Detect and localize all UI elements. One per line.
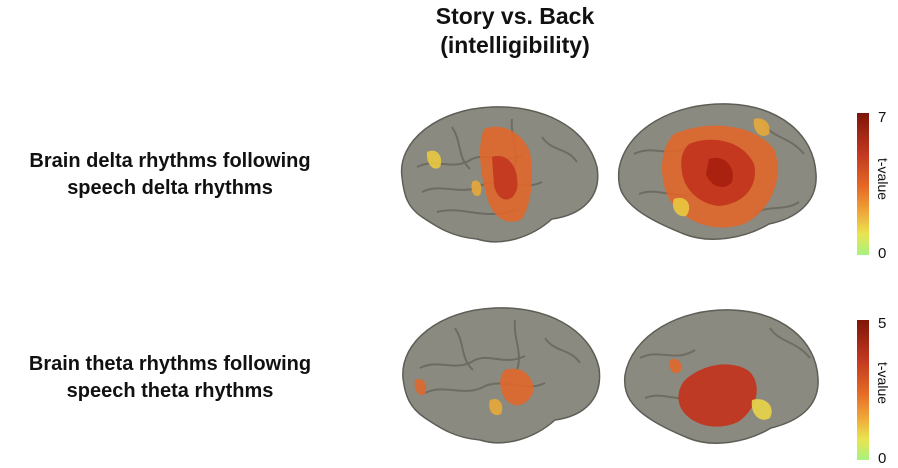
figure-title: Story vs. Back (intelligibility) [380, 2, 650, 60]
row-label-delta-line-1: Brain delta rhythms following [29, 150, 311, 172]
brain-theta-left-hemisphere [402, 307, 601, 444]
row-label-theta-line-1: Brain theta rhythms following [28, 353, 312, 375]
row-label-theta: Brain theta rhythms following speech the… [0, 351, 340, 405]
colorbar-theta-max: 5 [878, 315, 887, 332]
colorbar-delta-min: 0 [878, 245, 887, 262]
brain-delta-right-hemisphere [617, 103, 817, 240]
colorbar-delta-max: 7 [878, 109, 887, 126]
title-line-1: Story vs. Back [435, 3, 595, 29]
colorbar-theta-label: t-value [875, 362, 891, 405]
colorbar-delta [857, 113, 869, 255]
brain-delta-left-hemisphere [400, 106, 599, 243]
brain-theta-right-hemisphere [623, 309, 819, 444]
row-label-theta-line-2: speech theta rhythms [66, 380, 274, 402]
colorbar-delta-label: t-value [875, 158, 891, 201]
title-line-2: (intelligibility) [440, 32, 590, 58]
colorbar-theta-min: 0 [878, 450, 887, 467]
row-label-delta: Brain delta rhythms following speech del… [0, 148, 340, 202]
row-label-delta-line-2: speech delta rhythms [67, 177, 273, 199]
colorbar-theta [857, 320, 869, 460]
